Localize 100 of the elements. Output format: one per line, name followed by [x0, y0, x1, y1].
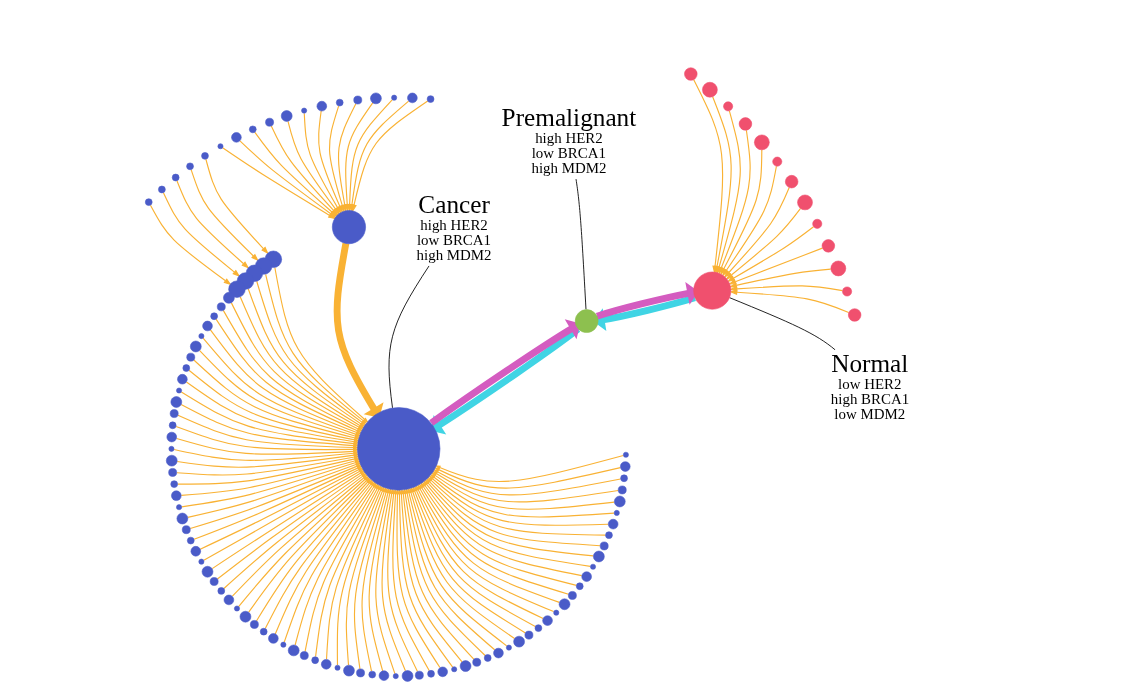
node-circle: [811, 218, 822, 229]
node-circle: [185, 162, 194, 171]
node-circle: [492, 647, 504, 659]
node-circle: [186, 536, 194, 545]
node-circle: [320, 659, 331, 670]
node-circle: [166, 431, 177, 443]
node-circle: [254, 257, 272, 275]
node-circle: [683, 67, 697, 81]
node-circle: [701, 82, 718, 98]
node-circle: [589, 563, 596, 570]
node-circle: [378, 670, 389, 681]
node-circle: [310, 656, 319, 664]
node-circle: [512, 635, 525, 648]
node-circle: [334, 664, 340, 671]
node-text: Premalignant high HER2 low BRCA1 high MDM2: [501, 103, 636, 177]
node-circle: [209, 312, 218, 320]
node-circle: [176, 512, 188, 525]
node-circle: [168, 446, 174, 452]
node-circle: [483, 654, 491, 662]
node-circle: [613, 510, 620, 516]
node-circle: [245, 264, 263, 282]
node-circle: [299, 651, 309, 660]
arrow: [149, 204, 232, 286]
node-circle: [841, 286, 852, 297]
node-circle: [222, 292, 235, 304]
node-circle: [182, 364, 190, 372]
node-circle: [316, 100, 327, 112]
node-circle: [209, 577, 218, 586]
node-circle: [524, 630, 533, 640]
node-circle: [170, 396, 182, 408]
node-circle: [264, 250, 282, 268]
arrow: [175, 180, 249, 269]
node-circle: [175, 387, 182, 394]
node-circle: [201, 566, 213, 578]
node-circle: [369, 92, 382, 105]
node-circle: [259, 627, 267, 636]
node-circle: [171, 173, 179, 182]
node-circle: [738, 117, 752, 131]
node-circle: [619, 474, 628, 482]
node-circle: [167, 468, 177, 477]
node-circle: [300, 107, 307, 114]
node-circle: [368, 670, 376, 679]
node-circle: [592, 550, 605, 563]
node-circle: [198, 333, 204, 339]
node-circle: [169, 480, 178, 488]
node-circle: [170, 490, 181, 501]
node-circle: [567, 591, 577, 600]
node-circle: [169, 409, 178, 418]
node-circle: [185, 352, 195, 362]
node-circle: [607, 518, 618, 530]
node-circle: [181, 525, 191, 534]
node-circle: [830, 260, 846, 277]
node-circle: [575, 582, 583, 590]
node-circle: [437, 666, 448, 677]
node-circle: [414, 670, 424, 680]
node-circle: [541, 615, 553, 626]
node-circle: [230, 132, 242, 143]
node-circle: [280, 110, 292, 122]
connector: [728, 297, 836, 351]
node-circle: [267, 633, 279, 644]
node-circle: [342, 664, 355, 677]
node-circle: [426, 670, 435, 678]
node-circle: [558, 598, 570, 610]
node-circle: [287, 644, 299, 657]
arrow: [333, 242, 384, 418]
node-circle: [176, 374, 188, 385]
node-circle: [847, 308, 861, 322]
arrow: [162, 192, 240, 277]
node-circle: [223, 594, 234, 606]
node-circle: [233, 605, 240, 612]
connector: [388, 265, 430, 409]
node-circle: [216, 302, 226, 312]
node-circle: [401, 670, 413, 682]
node-circle: [581, 571, 592, 582]
node-circle: [771, 156, 782, 167]
node-circle: [352, 95, 362, 105]
node-circle: [144, 198, 152, 206]
node-circle: [619, 461, 630, 472]
node-circle: [280, 641, 286, 648]
node-circle: [157, 185, 166, 194]
node-circle: [604, 531, 613, 539]
node-circle: [217, 143, 223, 150]
node-circle: [471, 658, 481, 667]
node-circle: [200, 152, 209, 160]
node-circle: [165, 454, 177, 467]
node-circle: [236, 272, 254, 290]
node-circle: [722, 101, 733, 112]
arrow: [190, 169, 259, 262]
node-circle: [392, 673, 399, 679]
node-circle: [450, 666, 457, 673]
node-circle: [574, 309, 598, 333]
node-circle: [189, 340, 202, 353]
node-circle: [198, 558, 204, 565]
node-circle: [617, 485, 627, 495]
node-circle: [784, 175, 798, 189]
node-circle: [239, 610, 251, 623]
node-text: Cancer high HER2 low BRCA1 high MDM2: [416, 190, 492, 263]
node-circle: [426, 95, 434, 103]
node-circle: [796, 194, 813, 211]
node-circle: [201, 320, 213, 332]
